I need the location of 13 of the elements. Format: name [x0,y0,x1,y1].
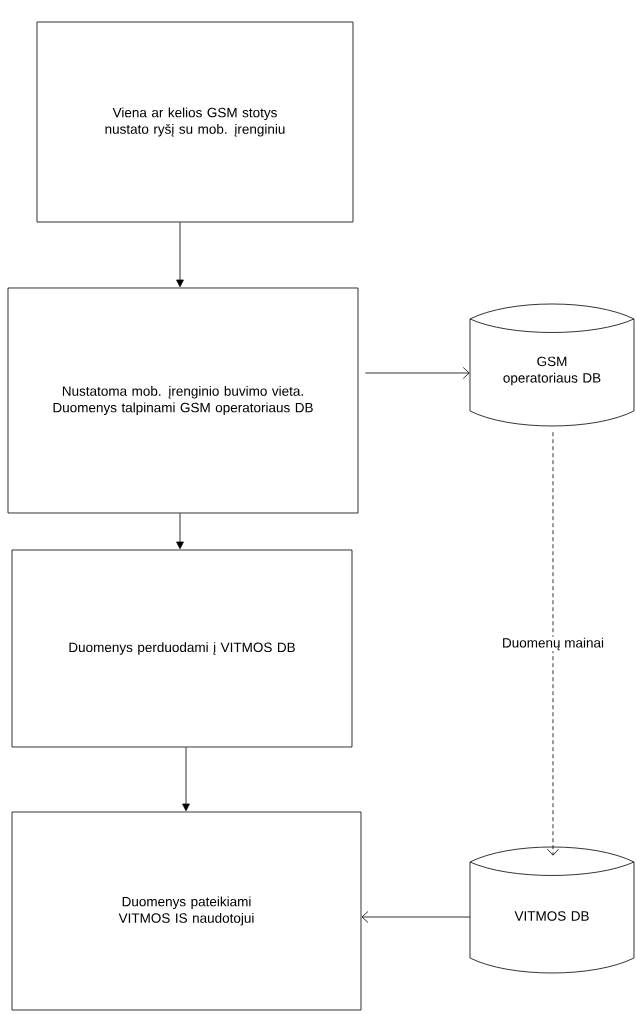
process-box: Nustatoma mob. įrenginio buvimo vieta. Duomenys talpinami GSM operatoriaus DB [7,287,359,514]
process-box: Viena ar kelios GSM stotys nustato ryšį su mob. įrenginiu [36,21,354,223]
edge-label: Duomenų mainai [503,637,604,651]
arrow [365,367,470,379]
arrow [361,911,471,923]
process-box: Duomenys pateikiami VITMOS IS naudotojui [11,811,362,1011]
arrow [182,747,190,812]
arrow [176,513,184,550]
database-cylinder: GSM operatoriaus DB [469,303,635,427]
arrow [176,222,184,288]
process-box: Duomenys perduodami į VITMOS DB [11,549,353,748]
arrow [547,431,559,856]
database-cylinder: VITMOS DB [469,846,635,974]
